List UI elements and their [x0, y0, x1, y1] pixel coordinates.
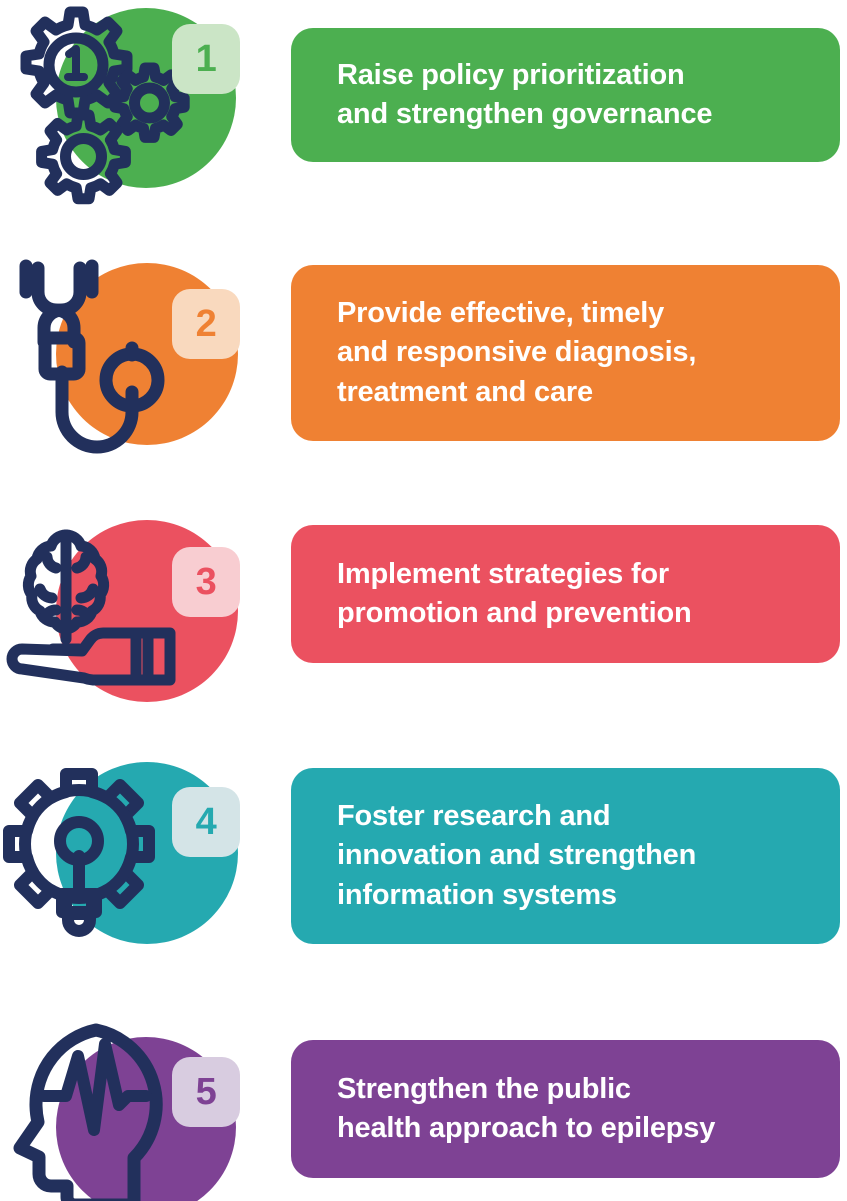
lightbulb-gear-icon: [3, 768, 155, 937]
objective-row-5: 5 Strengthen the public health approach …: [0, 1005, 847, 1201]
objective-row-3: 3 Implement strategies for promotion and…: [0, 505, 847, 745]
step-number-3: 3: [195, 561, 217, 603]
objective-row-1: 1 Raise policy prioritization and streng…: [0, 0, 847, 240]
objective-text-3: Implement strategies for promotion and p…: [337, 557, 692, 629]
icon-zone-4: 4: [0, 752, 270, 1000]
objective-text-4: Foster research and innovation and stren…: [337, 800, 697, 911]
objective-pill-3[interactable]: Implement strategies for promotion and p…: [291, 525, 840, 663]
step-number-badge-3: 3: [172, 547, 240, 617]
head-eeg-icon: [13, 1023, 163, 1201]
objective-row-2: 2 Provide effective, timely and responsi…: [0, 250, 847, 500]
objective-text-2: Provide effective, timely and responsive…: [337, 297, 697, 408]
objective-text-5: Strengthen the public health approach to…: [337, 1072, 716, 1144]
step-number-2: 2: [195, 303, 217, 345]
step-number-4: 4: [195, 801, 217, 843]
objective-pill-4[interactable]: Foster research and innovation and stren…: [291, 768, 840, 944]
icon-zone-3: 3: [0, 505, 270, 745]
step-number-badge-4: 4: [172, 787, 240, 857]
icon-zone-1: 1: [0, 0, 270, 240]
objective-pill-2[interactable]: Provide effective, timely and responsive…: [291, 265, 840, 441]
brain-in-hand-icon: [6, 529, 176, 686]
objective-pill-1[interactable]: Raise policy prioritization and strength…: [291, 28, 840, 162]
icon-zone-5: 5: [0, 1005, 270, 1201]
step-number-badge-1: 1: [172, 24, 240, 94]
gears-icon: [20, 6, 190, 205]
objective-row-4: 4 Foster research and innovation and str…: [0, 752, 847, 1000]
step-number-badge-5: 5: [172, 1057, 240, 1127]
step-number-badge-2: 2: [172, 289, 240, 359]
icon-zone-2: 2: [0, 250, 270, 500]
objective-pill-5[interactable]: Strengthen the public health approach to…: [291, 1040, 840, 1178]
stethoscope-icon: [19, 259, 165, 454]
step-number-1: 1: [195, 38, 217, 80]
step-number-5: 5: [195, 1071, 217, 1113]
objective-text-1: Raise policy prioritization and strength…: [337, 58, 713, 130]
